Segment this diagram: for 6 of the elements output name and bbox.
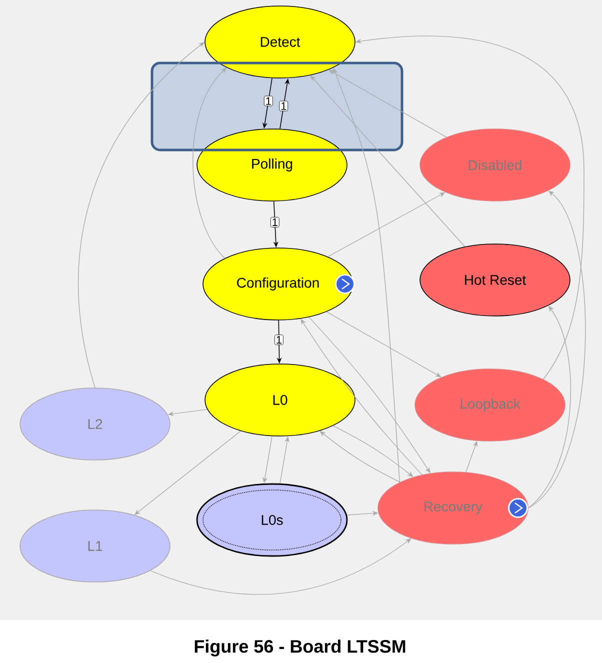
edge-label: 1 <box>264 96 273 106</box>
edge-label: 1 <box>270 217 280 228</box>
edge-label: 1 <box>279 100 288 112</box>
arrow <box>528 190 586 508</box>
caption: Figure 56 - Board LTSSM <box>194 640 406 656</box>
edge-label: 1 <box>274 334 284 346</box>
